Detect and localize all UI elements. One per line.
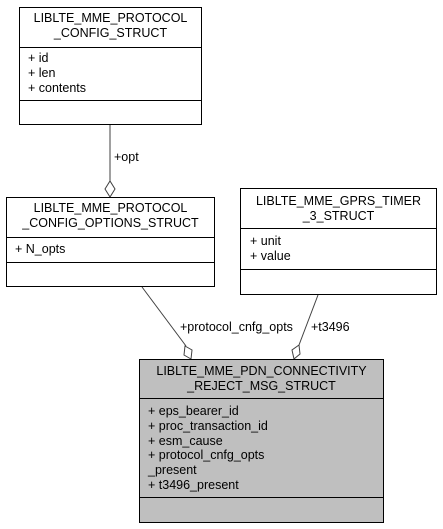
- edge-t3496-diamond: [291, 344, 301, 360]
- class-attribute: + proc_transaction_id: [148, 419, 268, 433]
- class-box-gprs-timer-3-struct: LIBLTE_MME_GPRS_TIMER _3_STRUCT + unit +…: [240, 188, 437, 295]
- edge-t3496-line: [298, 294, 319, 346]
- class-title: LIBLTE_MME_PROTOCOL: [34, 11, 188, 25]
- class-attribute: + eps_bearer_id: [148, 404, 239, 418]
- edge-opt: +opt: [104, 125, 139, 198]
- class-attribute: + protocol_cnfg_opts: [148, 448, 264, 462]
- edge-t3496-label: +t3496: [311, 320, 350, 334]
- edge-protocol-cnfg-opts-line: [141, 286, 187, 347]
- edge-protocol-cnfg-opts: +protocol_cnfg_opts: [141, 286, 293, 360]
- class-title: _REJECT_MSG_STRUCT: [186, 379, 336, 393]
- class-attribute: + id: [28, 51, 49, 65]
- class-title: LIBLTE_MME_GPRS_TIMER: [256, 194, 421, 208]
- edge-opt-label: +opt: [114, 150, 139, 164]
- class-attribute: + len: [28, 66, 56, 80]
- class-attribute: + t3496_present: [148, 478, 239, 492]
- class-box-protocol-config-options-struct: LIBLTE_MME_PROTOCOL _CONFIG_OPTIONS_STRU…: [6, 197, 215, 287]
- edge-protocol-cnfg-opts-diamond: [183, 345, 193, 360]
- class-attribute: + contents: [28, 81, 86, 95]
- edge-t3496: +t3496: [291, 294, 350, 360]
- class-title: LIBLTE_MME_PDN_CONNECTIVITY: [156, 364, 367, 378]
- class-title: LIBLTE_MME_PROTOCOL: [34, 201, 188, 215]
- edge-protocol-cnfg-opts-label: +protocol_cnfg_opts: [180, 320, 293, 334]
- class-title: _CONFIG_OPTIONS_STRUCT: [21, 216, 199, 230]
- class-attribute: _present: [147, 463, 197, 477]
- class-attribute: + value: [250, 249, 291, 263]
- class-box-protocol-config-struct: LIBLTE_MME_PROTOCOL _CONFIG_STRUCT + id …: [19, 7, 202, 125]
- class-attribute: + N_opts: [15, 242, 65, 256]
- edge-opt-diamond: [104, 180, 116, 198]
- class-title: _3_STRUCT: [302, 209, 375, 223]
- class-attribute: + esm_cause: [148, 434, 223, 448]
- class-box-pdn-connectivity-reject-msg-struct: LIBLTE_MME_PDN_CONNECTIVITY _REJECT_MSG_…: [139, 359, 384, 523]
- class-attribute: + unit: [250, 234, 281, 248]
- class-title: _CONFIG_STRUCT: [53, 26, 168, 40]
